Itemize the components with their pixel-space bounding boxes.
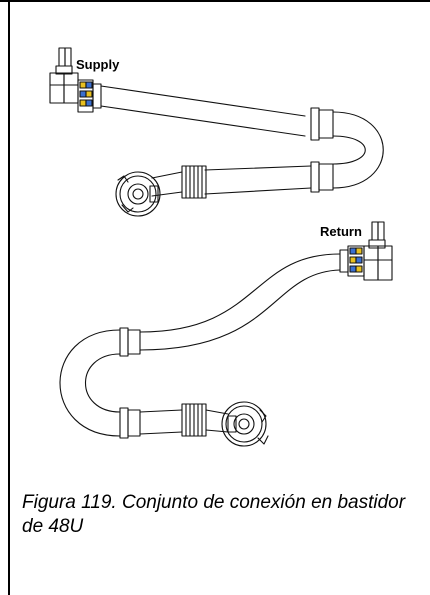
connection-assembly-figure: Supply Return xyxy=(10,2,430,472)
figure-caption: Figura 119. Conjunto de conexión en bast… xyxy=(22,492,406,537)
supply-label: Supply xyxy=(76,57,120,72)
page-top-rule xyxy=(0,0,430,2)
return-valve-fitting xyxy=(221,401,269,447)
return-corrugated-coupling xyxy=(181,403,207,437)
return-manifold-bracket xyxy=(363,221,393,281)
return-hose xyxy=(59,221,393,447)
supply-valve-fitting xyxy=(115,171,161,217)
return-label: Return xyxy=(320,224,362,239)
supply-connector xyxy=(77,79,102,113)
supply-corrugated-coupling xyxy=(181,165,207,199)
page-left-rule xyxy=(8,0,10,595)
supply-manifold-bracket xyxy=(49,47,79,104)
return-connector xyxy=(339,245,365,277)
supply-hose xyxy=(49,47,384,217)
